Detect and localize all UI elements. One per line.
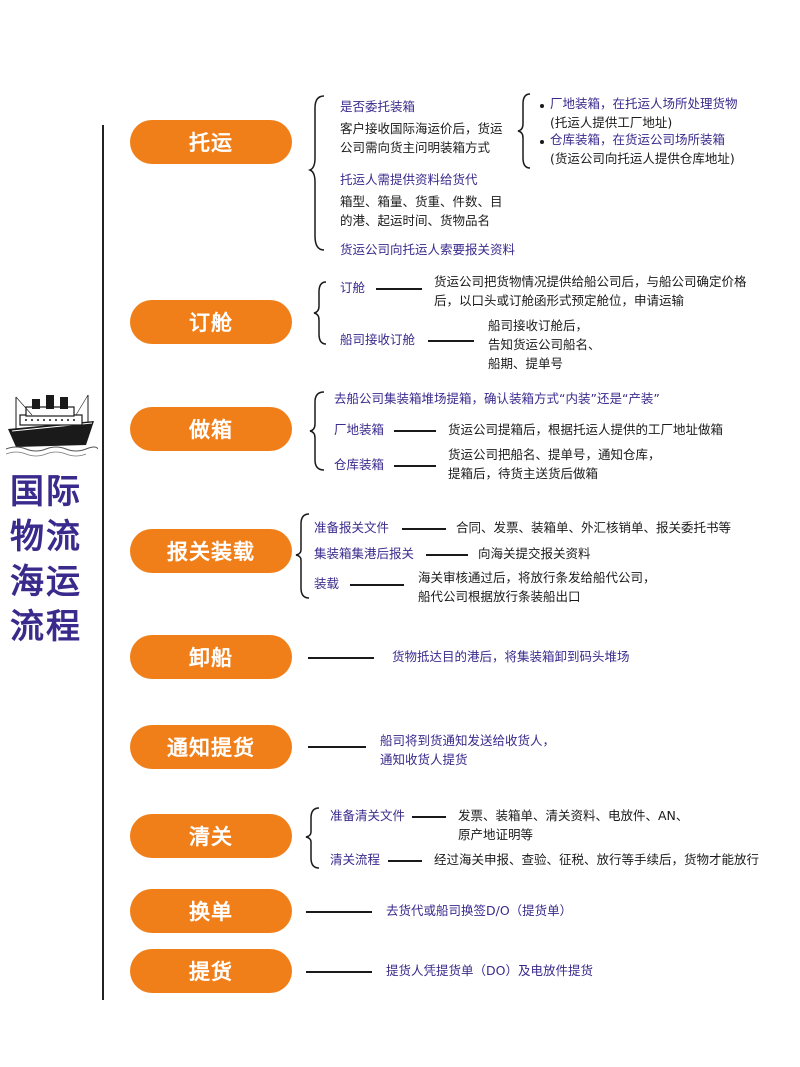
step-pill-consign[interactable]: 托运 [130,120,292,164]
title-line-1: 国际 [10,472,82,512]
bracket-booking [313,281,327,345]
customs-c-desc-2: 船代公司根据放行条装船出口 [418,589,581,604]
step-pill-unloading[interactable]: 卸船 [130,635,292,679]
connector-line [306,911,372,913]
stuffing-a-label: 厂地装箱 [334,422,385,437]
notify-desc-1: 船司将到货通知发送给收货人， [380,733,556,748]
bracket-consign-options [517,93,531,169]
bracket-stuffing [309,391,325,471]
connector-line [376,288,422,290]
customs-a-label: 准备报关文件 [314,520,390,535]
booking-b-desc-3: 船期、提单号 [488,356,564,371]
timeline-spine [102,125,104,1000]
consign-info-desc-2: 的港、起运时间、货物品名 [340,213,491,228]
stuffing-a-desc-1: 货运公司提箱后，根据托运人提供的工厂地址做箱 [448,422,724,437]
title-line-2: 物流 [10,517,82,557]
booking-b-label: 船司接收订舱 [340,332,416,347]
notify-desc-2: 通知收货人提货 [380,752,468,767]
consign-question-desc-2: 公司需向货主问明装箱方式 [340,140,491,155]
booking-a-desc-2: 后，以口头或订舱函形式预定舱位，申请运输 [434,293,685,308]
connector-line [412,816,446,818]
connector-line [306,971,372,973]
clearance-b-label: 清关流程 [330,852,381,867]
stuffing-head: 去船公司集装箱堆场提箱，确认装箱方式“内装”还是“产装” [334,391,660,406]
consign-option-2-sub: (货运公司向托运人提供仓库地址) [550,151,735,166]
unloading-desc: 货物抵达目的港后，将集装箱卸到码头堆场 [392,649,630,664]
exchange-desc: 去货代或船司换签D/O（提货单） [386,903,573,918]
booking-b-desc-1: 船司接收订舱后， [488,318,589,333]
consign-question: 是否委托装箱 [340,99,416,114]
bullet-dot [540,104,544,108]
bracket-clearance [305,807,320,869]
connector-line [308,746,366,748]
connector-line [426,554,468,556]
stuffing-b-desc-2: 提箱后，待货主送货后做箱 [448,466,599,481]
connector-line [308,657,374,659]
step-pill-booking[interactable]: 订舱 [130,300,292,344]
customs-c-desc-1: 海关审核通过后，将放行条发给船代公司， [418,570,656,585]
connector-line [428,340,474,342]
title-line-4: 流程 [10,607,82,647]
step-pill-exchange-do[interactable]: 换单 [130,889,292,933]
page-title: 国际 物流 海运 流程 [10,470,90,650]
consign-option-2-title: 仓库装箱，在货运公司场所装箱 [550,132,726,147]
booking-a-label: 订舱 [340,280,366,295]
step-pill-customs-loading[interactable]: 报关装载 [130,529,292,573]
clearance-a-desc-2: 原产地证明等 [458,827,534,842]
connector-line [402,528,446,530]
clearance-a-desc-1: 发票、装箱单、清关资料、电放件、AN、 [458,808,689,823]
connector-line [394,465,436,467]
ship-icon [6,394,98,457]
customs-b-desc: 向海关提交报关资料 [478,546,591,561]
step-pill-stuffing[interactable]: 做箱 [130,407,292,451]
consign-question-desc-1: 客户接收国际海运价后，货运 [340,121,503,136]
bracket-consign [307,95,325,251]
booking-b-desc-2: 告知货运公司船名、 [488,337,601,352]
stuffing-b-label: 仓库装箱 [334,457,385,472]
step-pill-pickup[interactable]: 提货 [130,949,292,993]
connector-line [350,584,404,586]
booking-a-desc-1: 货运公司把货物情况提供给船公司后，与船公司确定价格 [434,274,747,289]
consign-info-desc-1: 箱型、箱量、货重、件数、目 [340,194,503,209]
customs-a-desc: 合同、发票、装箱单、外汇核销单、报关委托书等 [456,520,732,535]
clearance-b-desc: 经过海关申报、查验、征税、放行等手续后，货物才能放行 [434,852,760,867]
pickup-desc: 提货人凭提货单（DO）及电放件提货 [386,963,593,978]
consign-option-1-title: 厂地装箱，在托运人场所处理货物 [550,96,738,111]
consign-info-title: 托运人需提供资料给货代 [340,172,478,187]
bullet-dot [540,140,544,144]
bracket-customs [295,513,310,599]
step-pill-notify-pickup[interactable]: 通知提货 [130,725,292,769]
customs-b-label: 集装箱集港后报关 [314,546,415,561]
clearance-a-label: 准备清关文件 [330,808,406,823]
connector-line [388,860,422,862]
title-line-3: 海运 [10,562,82,602]
consign-docs: 货运公司向托运人索要报关资料 [340,242,516,257]
connector-line [394,430,436,432]
stuffing-b-desc-1: 货运公司把船名、提单号，通知仓库， [448,447,661,462]
consign-option-1-sub: (托运人提供工厂地址) [550,115,673,130]
step-pill-clearance[interactable]: 清关 [130,814,292,858]
customs-c-label: 装载 [314,576,340,591]
